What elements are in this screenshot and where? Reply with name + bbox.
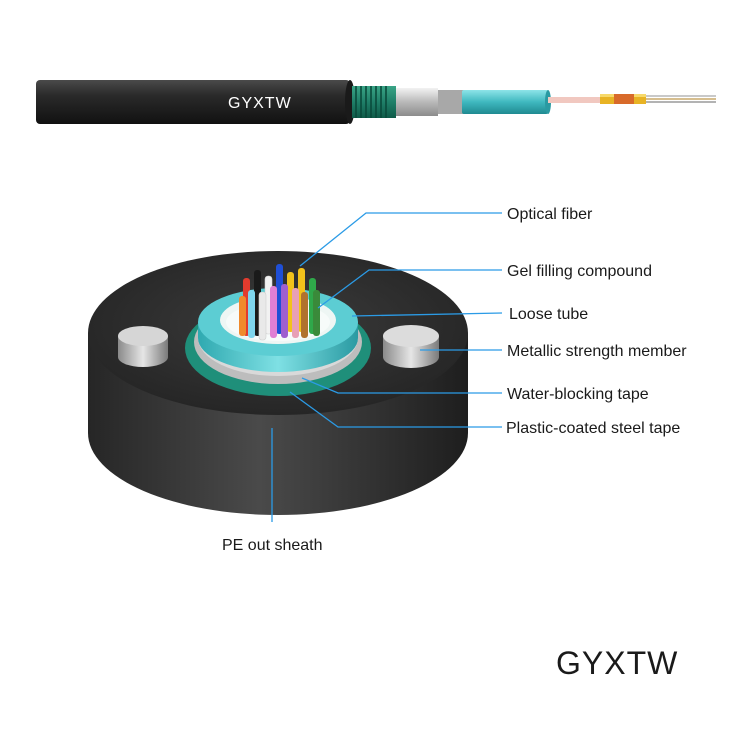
labels: Optical fiber Gel filling compound Loose… [222, 206, 687, 554]
cable-fiber-bundle [548, 97, 602, 103]
label-pe-sheath: PE out sheath [222, 537, 323, 554]
cable-water-blocking-tape [396, 88, 438, 116]
label-strength-member: Metallic strength member [507, 343, 687, 360]
fiber [281, 284, 288, 338]
fiber [258, 291, 267, 341]
label-optical-fiber: Optical fiber [507, 206, 593, 223]
cable-loose-tube [462, 90, 548, 114]
leader-loose-tube [351, 312, 503, 317]
fiber [248, 290, 255, 338]
fiber [313, 290, 320, 336]
leader-optical-fiber [299, 212, 502, 267]
strength-member-left [118, 326, 168, 367]
label-water-blocking: Water-blocking tape [507, 386, 649, 403]
label-gel-filling: Gel filling compound [507, 263, 652, 280]
fiber [239, 296, 246, 336]
leader-gel-filling [317, 269, 502, 309]
fiber [270, 286, 277, 338]
cable-cross-section [88, 251, 468, 515]
cable-steel-tape [352, 86, 396, 118]
leader-lines [271, 212, 503, 522]
optical-fibers [239, 264, 320, 341]
cable-marking: GYXTW [228, 95, 292, 112]
leader-water-blocking [301, 377, 502, 394]
cable-side-view: GYXTW [36, 80, 716, 124]
strength-member-right [383, 325, 439, 368]
label-steel-tape: Plastic-coated steel tape [506, 420, 680, 437]
label-loose-tube: Loose tube [509, 306, 588, 323]
leader-steel-tape [289, 391, 502, 428]
fiber [292, 288, 299, 338]
cable-outer-sheath [36, 80, 350, 124]
caption-title: GYXTW [556, 645, 678, 681]
fiber [301, 292, 308, 338]
